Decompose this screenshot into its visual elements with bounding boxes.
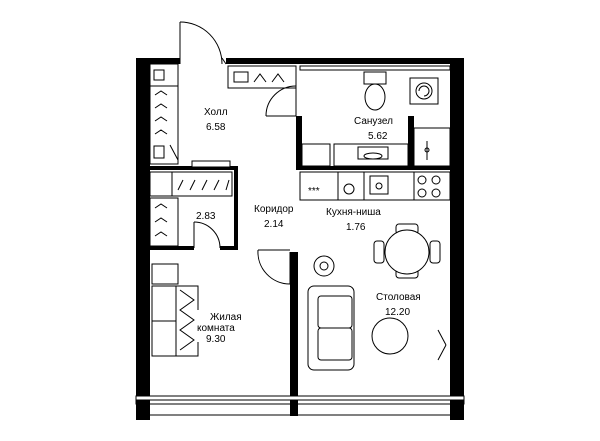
corridor-area: 2.14: [264, 219, 284, 230]
dining-set: [373, 223, 441, 279]
window-band: [135, 395, 465, 420]
kitchen-counter: [299, 171, 451, 201]
kitchen-marks: ***: [308, 186, 320, 197]
closet-area: 2.83: [196, 211, 216, 222]
closet-shelving: [149, 171, 233, 247]
hall-wardrobe: [149, 63, 179, 165]
bathroom-area: 5.62: [368, 131, 388, 142]
dining-area: 12.20: [385, 307, 410, 318]
kitchen-area: 1.76: [346, 222, 366, 233]
round-pouf: [371, 317, 409, 355]
living-wardrobe: [151, 263, 179, 285]
closet-door: [193, 221, 221, 249]
lamp-icon: [313, 255, 335, 277]
dining-name: Столовая: [376, 292, 421, 303]
living-area: 9.30: [206, 334, 226, 345]
sofa: [307, 285, 355, 371]
window-marks: [293, 300, 447, 361]
hall-bench: [191, 160, 231, 168]
kitchen-name: Кухня-ниша: [326, 207, 381, 218]
hall-name: Холл: [204, 107, 228, 118]
entrance-door: [179, 21, 227, 65]
hall-shelf: [227, 65, 297, 89]
hall-area: 6.58: [206, 122, 226, 133]
corridor-name: Коридор: [254, 204, 294, 215]
bathroom-name: Санузел: [354, 116, 393, 127]
living-label-backdrop: [196, 310, 240, 342]
living-room-door: [257, 249, 291, 285]
bed: [151, 285, 199, 357]
bathroom-fixtures: [299, 65, 451, 167]
living-name-line2: комната: [197, 323, 235, 334]
bathroom-door: [265, 85, 297, 117]
living-name-line1: Жилая: [210, 312, 242, 323]
